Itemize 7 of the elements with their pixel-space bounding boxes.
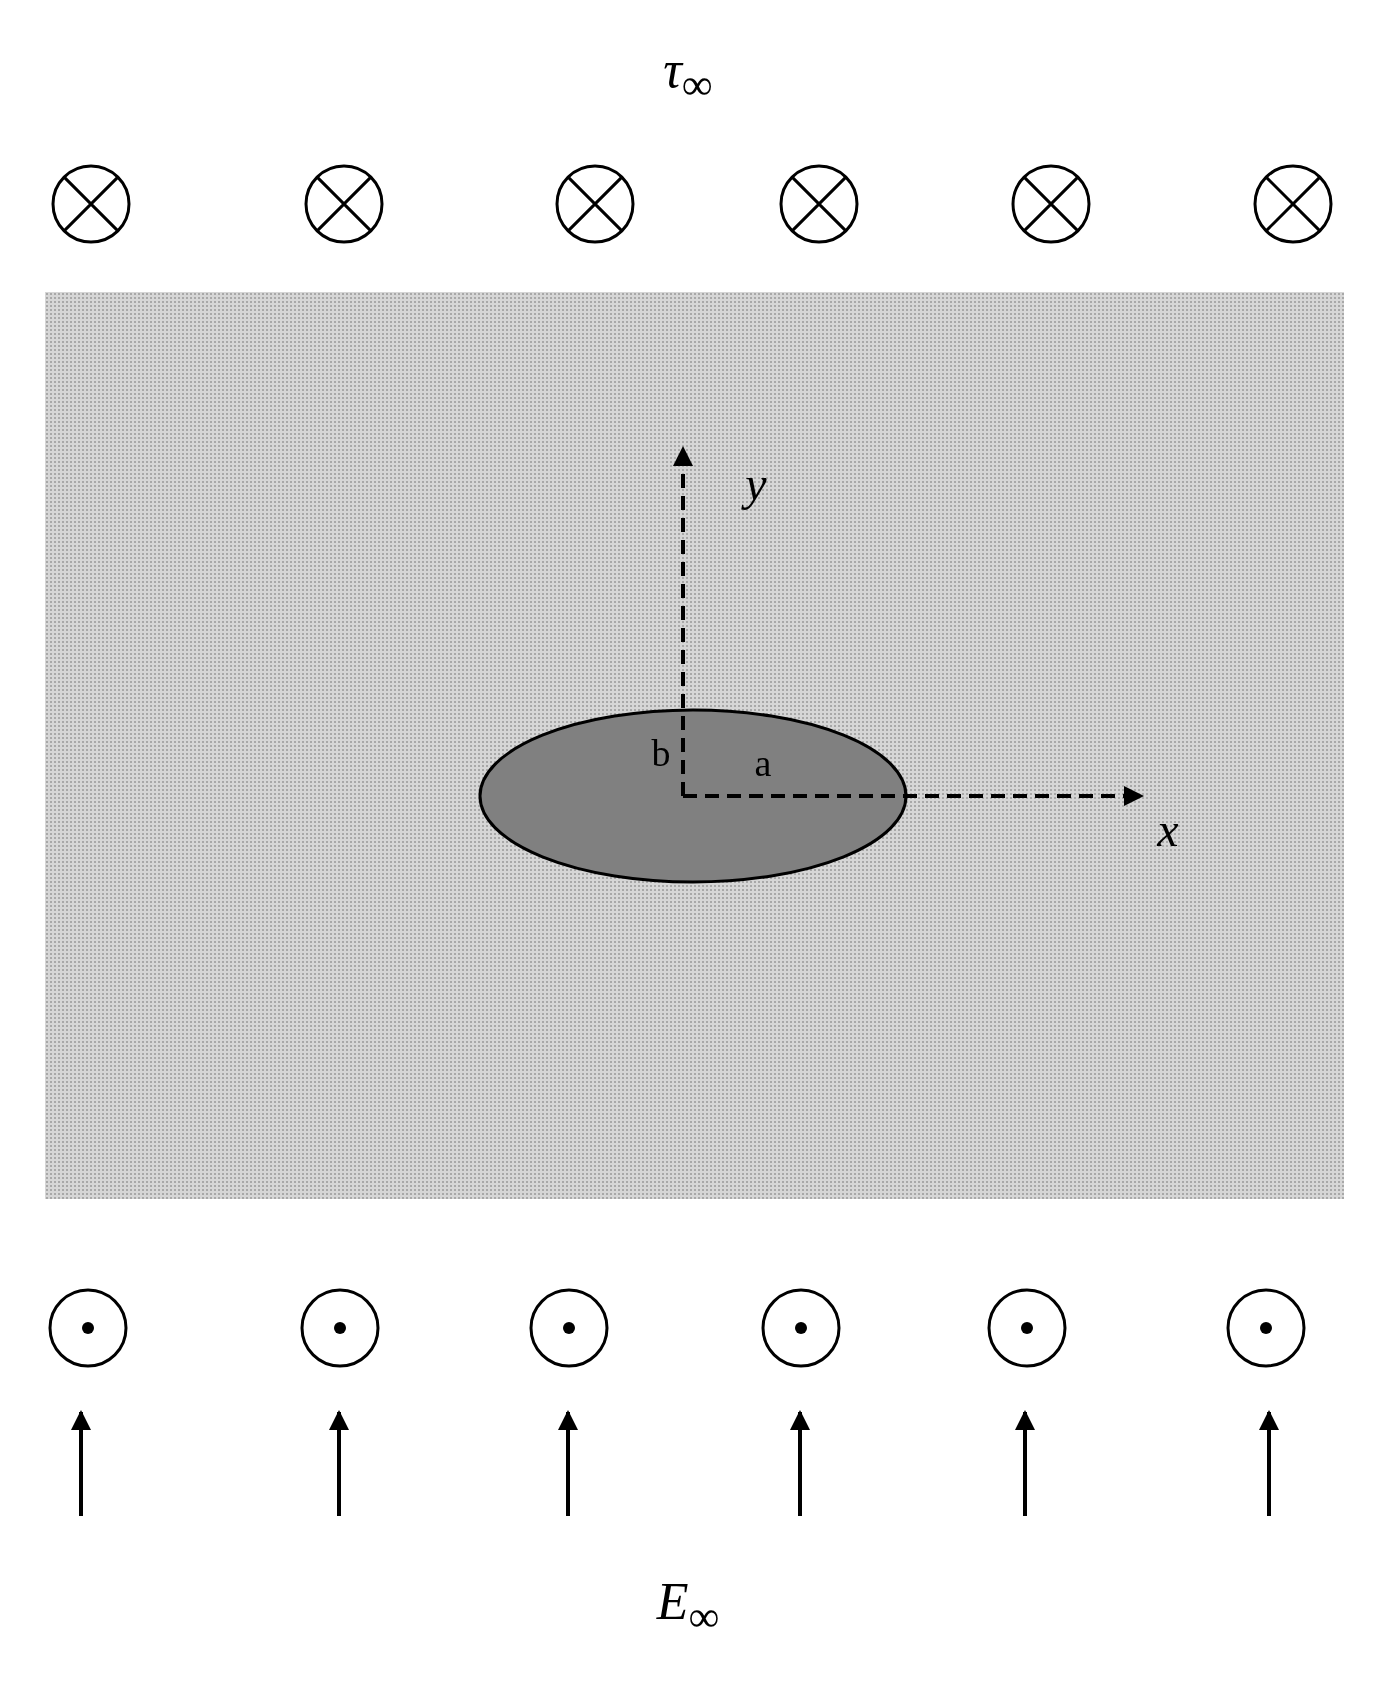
axis-label: x (1157, 806, 1179, 854)
semi-axis-label: b (651, 734, 671, 772)
plate (45, 292, 1344, 1199)
semi-axis-label: a (754, 744, 772, 782)
field-label: E$_{∞}$ (656, 1576, 720, 1638)
stress-label: τ$_{∞}$ (663, 44, 713, 106)
elliptical-hole (478, 708, 908, 884)
